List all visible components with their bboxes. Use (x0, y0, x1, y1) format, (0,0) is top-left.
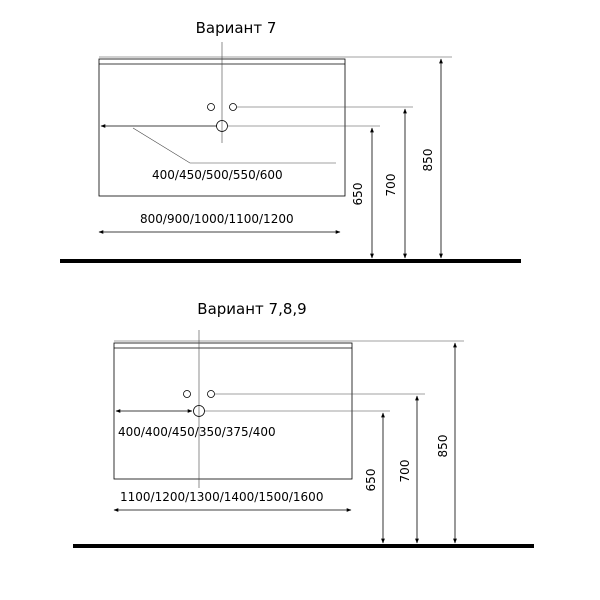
variant-a-hot-water-icon (229, 103, 237, 111)
variant-a-cold-water-icon (207, 103, 215, 111)
variant-a-drawing: Вариант 7 400/450/500/550/600 800/900/10… (60, 19, 521, 263)
variant-b-hot-water-icon (207, 390, 215, 398)
variant-a-depth-leader (132, 127, 336, 164)
variant-b-height-850-label: 850 (436, 435, 450, 458)
variant-b-height-650-label: 650 (364, 469, 378, 492)
variant-a-title: Вариант 7 (196, 19, 277, 37)
variant-b-drain-icon (193, 405, 205, 417)
variant-b-title: Вариант 7,8,9 (197, 300, 306, 318)
variant-a-height-700-label: 700 (384, 174, 398, 197)
variant-a-height-650-label: 650 (351, 183, 365, 206)
variant-b-depth-label: 400/400/450/350/375/400 (118, 425, 276, 439)
variant-a-width-label: 800/900/1000/1100/1200 (140, 212, 294, 226)
variant-b-height-700-label: 700 (398, 460, 412, 483)
variant-a-height-850-label: 850 (421, 149, 435, 172)
variant-b-cold-water-icon (183, 390, 191, 398)
variant-b-width-label: 1100/1200/1300/1400/1500/1600 (120, 490, 323, 504)
variant-b-drawing: Вариант 7,8,9 400/400/450/350/375/400 11… (73, 300, 534, 548)
variant-a-depth-label: 400/450/500/550/600 (152, 168, 283, 182)
